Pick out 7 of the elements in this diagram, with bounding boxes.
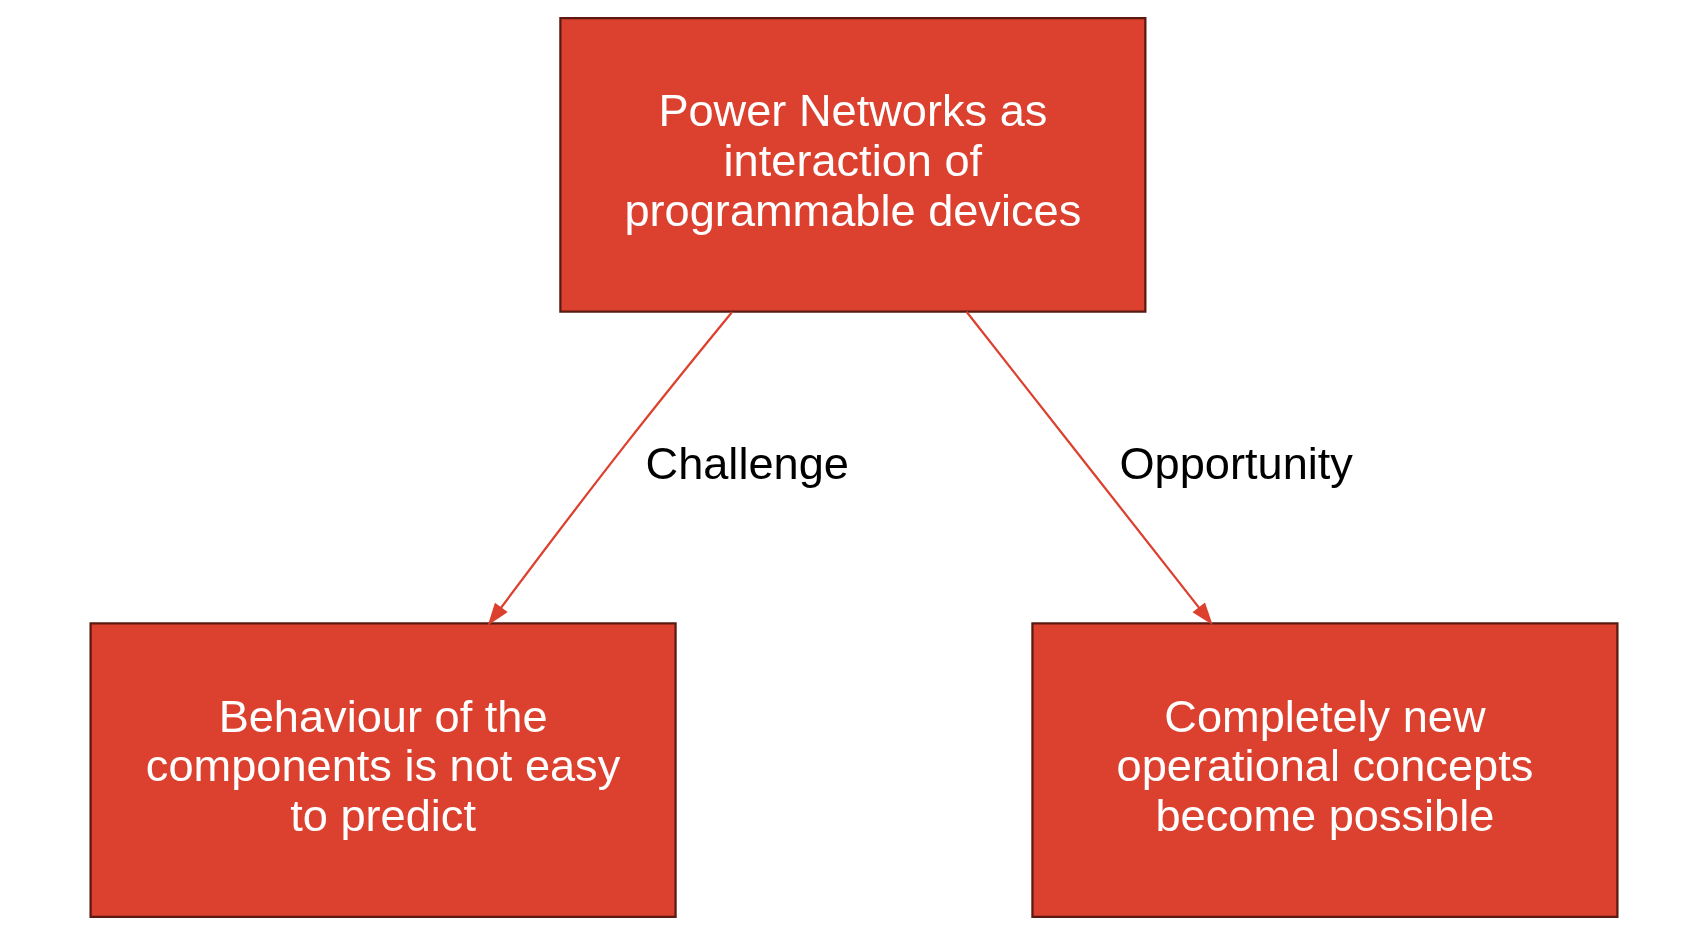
node-box: Behaviour of the components is not easy to predict [88,621,677,918]
node-box: Power Networks as interaction of programmable devices [558,16,1146,313]
edge-label: Challenge [645,437,849,489]
edge-label: Opportunity [1118,437,1353,489]
arrow [487,310,733,626]
node-box: Completely new operational concepts become possible [1030,621,1619,918]
arrow [965,310,1213,625]
